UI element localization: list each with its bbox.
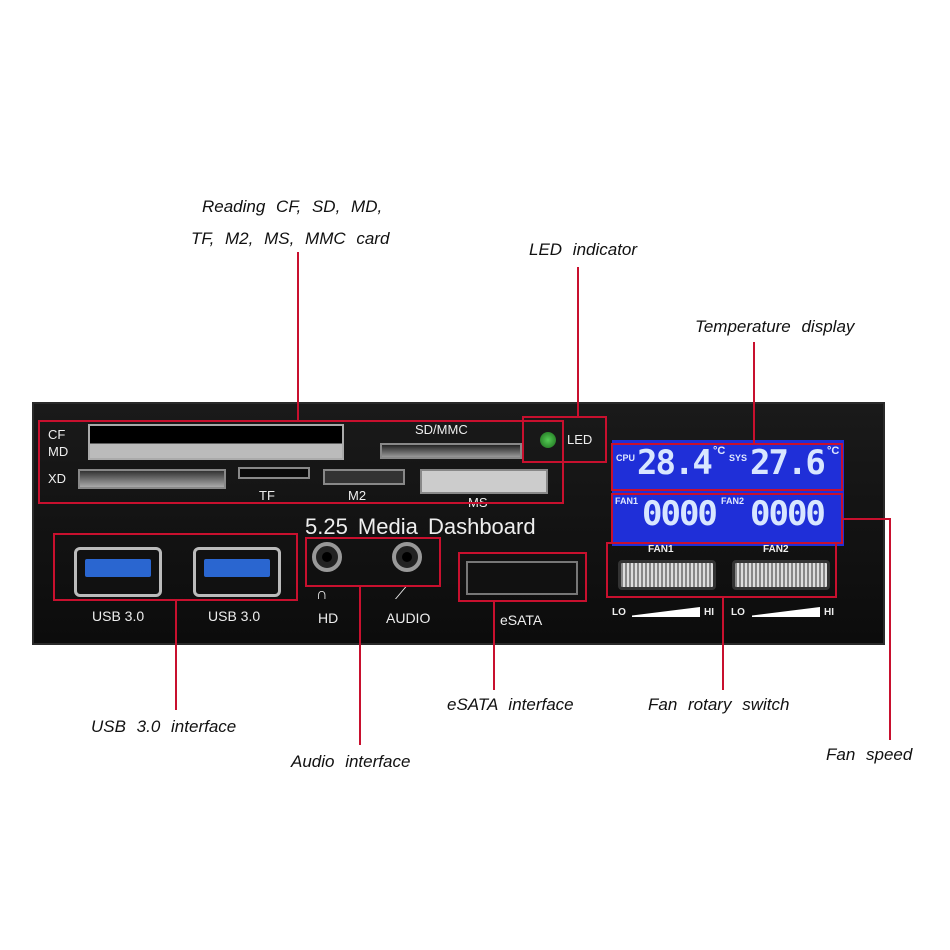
fan-rotary-line [722,598,724,690]
fan-speed-box [611,493,843,544]
fan2-speed-ramp-icon [752,607,820,617]
fan1-rotary-switch[interactable] [618,560,716,590]
led-light-icon [540,432,556,448]
usb-port-1[interactable] [74,547,162,597]
fan1-lcd-label: FAN1 [615,496,639,506]
card-reader-caption-1: Reading CF, SD, MD, [202,197,383,216]
xd-slot [78,469,226,489]
fan-rotary-box [606,542,837,598]
fan2-lo-label: LO [731,607,745,618]
cf-label: CF [48,427,66,442]
temperature-box [611,443,843,491]
led-line [577,267,579,416]
fan-rotary-caption: Fan rotary switch [648,695,790,714]
fan-speed-line-h [843,518,891,520]
fan-speed-caption: Fan speed [826,745,913,764]
fan-speed-line-v [889,518,891,740]
usb1-label: USB 3.0 [92,608,145,624]
esata-caption: eSATA interface [447,695,574,714]
usb-caption: USB 3.0 interface [91,717,237,736]
sys-temp: 27.6 [750,443,826,483]
esata-box [458,552,587,602]
panel-title: 5.25 Media Dashboard [305,514,536,539]
temperature-line [753,342,755,443]
md-label: MD [48,444,69,459]
xd-label: XD [48,471,67,486]
sys-label: SYS [729,453,748,463]
sd-mmc-slot [380,443,522,459]
fan1-lo-label: LO [612,607,626,618]
temperature-caption: Temperature display [695,317,855,336]
audio-box [305,537,441,587]
led-box [522,416,607,463]
headphone-icon: ∩ [316,586,328,603]
cpu-temp: 28.4 [637,443,713,483]
sys-unit: °C [827,445,840,457]
microphone-icon: ⟋ [395,586,407,603]
usb-port-2[interactable] [193,547,281,597]
usb2-label: USB 3.0 [208,608,261,624]
fan2-knob-label: FAN2 [763,544,789,555]
m2-label: M2 [348,488,367,503]
usb-box [53,533,298,601]
fan1-hi-label: HI [704,607,714,618]
ms-slot [420,469,548,494]
led-caption: LED indicator [529,240,638,259]
audio-caption: Audio interface [291,752,411,771]
fan2-speed: 0000 [750,494,826,534]
audio-line [359,587,361,745]
hd-label: HD [318,610,339,626]
fan2-lcd-label: FAN2 [721,496,745,506]
m2-slot [323,469,405,485]
usb-line [175,601,177,710]
mic-jack[interactable] [392,542,422,572]
headphone-jack[interactable] [312,542,342,572]
tf-label: TF [259,488,275,503]
sd-mmc-label: SD/MMC [415,422,468,437]
fan2-rotary-switch[interactable] [732,560,830,590]
cpu-label: CPU [616,453,636,463]
cpu-unit: °C [713,445,726,457]
esata-port[interactable] [466,561,578,595]
fan1-knob-label: FAN1 [648,544,674,555]
led-label: LED [567,432,593,447]
fan1-speed-ramp-icon [632,607,700,617]
card-reader-line [297,252,299,420]
fan2-hi-label: HI [824,607,834,618]
fan1-speed: 0000 [642,494,718,534]
esata-label: eSATA [500,612,543,628]
tf-slot [238,467,310,479]
audio-label: AUDIO [386,610,431,626]
card-reader-caption-2: TF, M2, MS, MMC card [191,229,390,248]
card-reader-box [38,420,564,504]
esata-line [493,602,495,690]
cf-slot [88,424,344,460]
